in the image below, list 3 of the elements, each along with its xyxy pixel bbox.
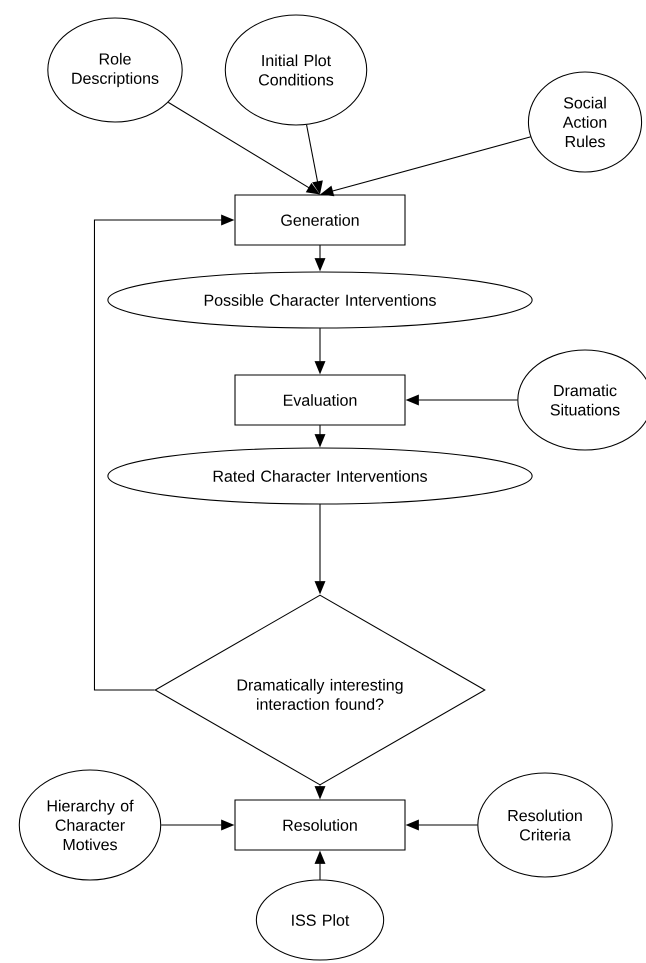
- process-box: Evaluation: [234, 374, 406, 426]
- process-box: Resolution: [234, 799, 406, 851]
- process-box: Generation: [234, 194, 406, 246]
